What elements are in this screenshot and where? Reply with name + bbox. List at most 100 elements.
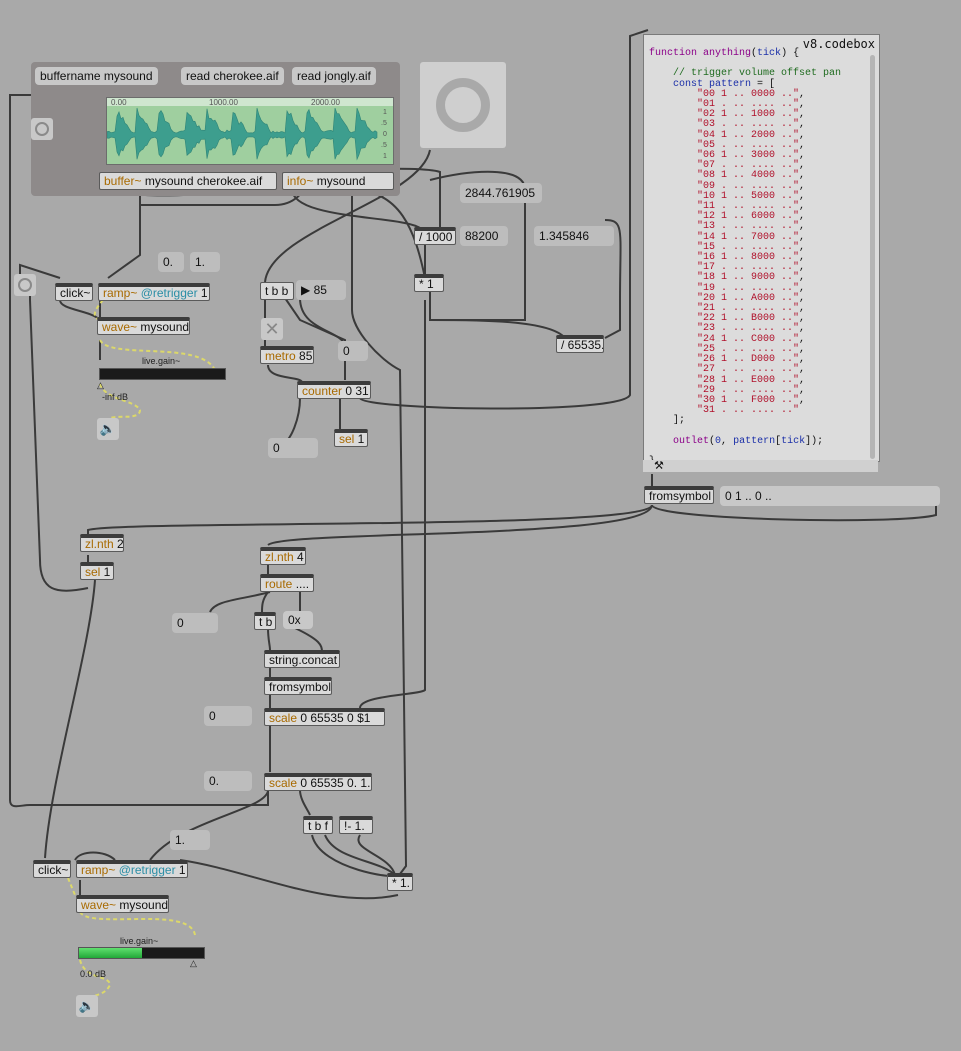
div-65535-object[interactable]: / 65535. (556, 335, 604, 353)
code-line: "02 1 .. 1000 ..", (649, 110, 841, 120)
codebox[interactable]: v8.codebox function anything(tick) { // … (643, 34, 880, 467)
info-object[interactable]: info~ mysound (282, 172, 394, 190)
read-jongly-message[interactable]: read jongly.aif (292, 67, 376, 85)
hammer-icon[interactable]: ⚒ (654, 460, 664, 472)
scale1-object[interactable]: scale 0 65535 0 $1 (264, 708, 385, 726)
code-line: "26 1 .. D000 ..", (649, 354, 841, 365)
sel1-object[interactable]: sel 1 (80, 562, 114, 580)
buffer-object[interactable]: buffer~ mysound cherokee.aif (99, 172, 277, 190)
code-token: anything (703, 48, 752, 59)
code-token: ]); (805, 435, 824, 447)
buffer-args: mysound cherokee.aif (141, 174, 263, 188)
code-token: "27 . .. .... .." (649, 364, 800, 376)
counter-reset-number[interactable]: 0 (338, 341, 368, 361)
toggle-x-icon[interactable]: ✕ (261, 318, 283, 340)
code-token: , (799, 88, 806, 100)
duration-number[interactable]: 2844.761905 (460, 183, 542, 203)
ratio-number[interactable]: 1.345846 (534, 226, 614, 246)
bang-circle-icon[interactable] (31, 118, 53, 140)
code-token: , (799, 323, 806, 335)
code-token: , (799, 241, 806, 253)
mul2-object[interactable]: * 1. (387, 873, 413, 891)
tbb-object[interactable]: t b b (260, 282, 294, 300)
mul-1-object[interactable]: * 1 (414, 274, 444, 292)
read-cherokee-message[interactable]: read cherokee.aif (181, 67, 284, 85)
code-token: , (799, 394, 806, 406)
code-token: ( (709, 435, 716, 447)
scale2-left-number[interactable]: 0. (204, 771, 252, 791)
code-token: , (799, 170, 806, 182)
speaker-icon[interactable]: 🔈 (97, 418, 119, 440)
ramp-min-number[interactable]: 0. (158, 252, 184, 272)
code-token: "22 1 .. B000 .." (649, 313, 800, 325)
waveform-display[interactable]: 0.00 1000.00 2000.00 1 .5 0 .5 1 (106, 97, 394, 165)
code-line: "21 . .. .... ..", (649, 303, 841, 315)
wave-kw: wave~ (102, 320, 138, 334)
zlnth4-object[interactable]: zl.nth 4 (260, 547, 306, 565)
code-line: "10 1 .. 5000 ..", (649, 190, 841, 202)
ramp-max-number[interactable]: 1. (190, 252, 220, 272)
bang-circle-icon[interactable] (14, 274, 36, 296)
wave2-object[interactable]: wave~ mysound (76, 895, 169, 913)
tbf-object[interactable]: t b f (303, 816, 333, 834)
codebox-code[interactable]: function anything(tick) { // trigger vol… (649, 48, 841, 467)
click2-object[interactable]: click~ (33, 860, 71, 878)
gain1-meter[interactable] (99, 368, 226, 380)
code-line: "18 1 .. 9000 ..", (649, 273, 841, 283)
code-line: "14 1 .. 7000 ..", (649, 232, 841, 243)
scale-label-2: 0 (383, 131, 387, 138)
fromsymbol-object[interactable]: fromsymbol (644, 486, 714, 504)
gain2-triangle-icon[interactable]: △ (190, 958, 197, 968)
route-left-number[interactable]: 0 (172, 613, 218, 633)
speaker-icon[interactable]: 🔈 (76, 995, 98, 1017)
code-token: function (649, 48, 704, 59)
ramp2-value-number[interactable]: 1. (170, 830, 210, 850)
ramp-object[interactable]: ramp~ @retrigger 1 (98, 283, 210, 301)
code-token: "28 1 .. E000 .." (649, 374, 800, 386)
div-1000-object[interactable]: / 1000 (414, 227, 456, 245)
metro-object[interactable]: metro 85 (260, 346, 314, 364)
code-token: "19 . .. .... .." (649, 282, 800, 294)
route-object[interactable]: route .... (260, 574, 314, 592)
big-bang-button[interactable] (420, 62, 506, 148)
gain2-meter[interactable] (78, 947, 205, 959)
pattern-output-message[interactable]: 0 1 .. 0 .. (720, 486, 940, 506)
codebox-scrollbar[interactable] (870, 55, 875, 459)
code-token: , (799, 343, 806, 355)
code-line (649, 447, 841, 457)
rsub-object[interactable]: !- 1. (339, 816, 373, 834)
ramp2-object[interactable]: ramp~ @retrigger 1 (76, 860, 188, 878)
ruler-label-1: 1000.00 (209, 98, 238, 107)
code-line: "01 . .. .... ..", (649, 99, 841, 110)
sel-top-object[interactable]: sel 1 (334, 429, 368, 447)
code-token: "21 . .. .... .." (649, 303, 800, 315)
tb-object[interactable]: t b (254, 612, 276, 630)
metro-rate-number[interactable]: ▶ 85 (296, 280, 346, 300)
code-token: , (799, 221, 806, 233)
gain1-triangle-icon[interactable]: △ (97, 380, 104, 390)
wave-object[interactable]: wave~ mysound (97, 317, 190, 335)
gain1-label: live.gain~ (142, 356, 181, 366)
code-token: "10 1 .. 5000 .." (649, 190, 800, 202)
scale-left-number[interactable]: 0 (204, 706, 252, 726)
code-token: , (799, 374, 806, 386)
code-line: "31 . .. .... .." (649, 406, 841, 416)
counter-out-number[interactable]: 0 (268, 438, 318, 458)
code-line: "09 . .. .... ..", (649, 181, 841, 192)
counter-object[interactable]: counter 0 31 (297, 381, 371, 399)
fromsymbol2-object[interactable]: fromsymbol (264, 677, 332, 695)
hex-prefix-message[interactable]: 0x (283, 611, 313, 629)
samples-number[interactable]: 88200 (460, 226, 508, 246)
wave2-args: mysound (116, 898, 169, 912)
scale2-object[interactable]: scale 0 65535 0. 1. (264, 773, 372, 791)
counter-kw: counter (302, 384, 343, 398)
buffername-message[interactable]: buffername mysound (35, 67, 158, 85)
string-concat-object[interactable]: string.concat (264, 650, 340, 668)
zlnth2-object[interactable]: zl.nth 2 (80, 534, 124, 552)
zlnth4-kw: zl.nth (265, 550, 294, 564)
gain1-db: -inf dB (102, 392, 129, 402)
ramp2-kw: ramp~ (81, 863, 116, 877)
code-token: , (799, 303, 806, 315)
click-object[interactable]: click~ (55, 283, 93, 301)
code-token: , (799, 364, 806, 376)
